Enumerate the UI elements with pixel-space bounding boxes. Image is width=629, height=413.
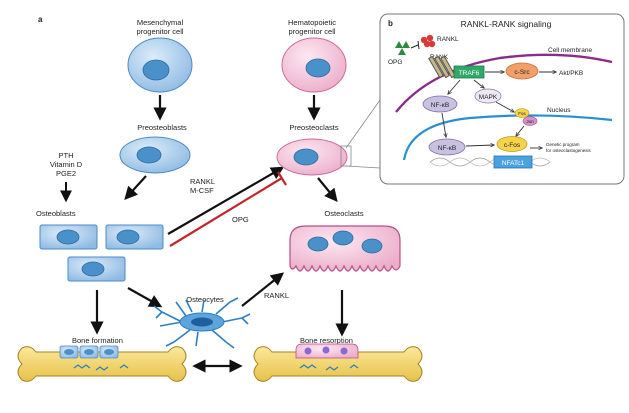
zoom-connector-2 — [345, 165, 381, 169]
rankl-mcsf-label-1: RANKL — [190, 177, 215, 186]
preosteoblasts-label: Preosteoblasts — [137, 123, 187, 132]
traf6-label: TRAF6 — [459, 70, 480, 77]
osteoclasts-label: Osteoclasts — [324, 209, 363, 218]
genetic-program-label-2: for osteoclastogenesis — [546, 148, 592, 153]
nfkb-label: NF-κB — [431, 102, 449, 109]
mesenchymal-progenitor-cell — [127, 37, 193, 93]
preosteoblast-cell — [119, 136, 191, 174]
rankl-mcsf-label-2: M-CSF — [190, 186, 214, 195]
osteocytes-label: Osteocytes — [186, 295, 224, 304]
factor-pth: PTH — [59, 151, 74, 160]
hematopoietic-label: Hematopoietic — [288, 18, 336, 27]
arrow-preosteoblast-to-osteoblast — [124, 175, 147, 200]
traf6-box — [453, 65, 485, 79]
arrow-osteoblasts-to-osteocytes — [127, 287, 163, 308]
bone-formation-bone — [17, 345, 187, 382]
zoom-marker — [340, 145, 352, 167]
arrow-traf6-mapk — [473, 79, 484, 88]
cell-membrane — [395, 53, 613, 113]
osteoblast-cell-3 — [67, 256, 126, 282]
bone-formation-label: Bone formation — [72, 336, 123, 345]
csrc-label: c-Src — [514, 69, 530, 76]
rank-receptor — [428, 55, 456, 79]
factor-pge2: PGE2 — [56, 169, 76, 178]
nfatc1-box — [493, 155, 533, 169]
fos-node — [514, 108, 530, 118]
nfkb-nuclear-node — [428, 138, 466, 156]
panel-b-label: b — [388, 19, 393, 28]
arrow-preosteoclast-to-osteoclast — [317, 177, 338, 203]
osteoblast-cell-1 — [39, 224, 98, 250]
cfos-label: c-Fos — [504, 142, 521, 149]
osteoclast-cell — [289, 225, 401, 272]
opg-block-bar — [417, 40, 420, 50]
osteocyte-cell — [153, 297, 251, 349]
rankl-osteocyte-label: RANKL — [264, 291, 289, 300]
zoom-connector-1 — [345, 99, 381, 149]
preosteoclasts-label: Preosteoclasts — [289, 123, 338, 132]
cfos-node — [496, 136, 528, 152]
arrow-traf6-nfkb — [448, 79, 461, 94]
mapk-node — [474, 88, 502, 104]
nfkb-node — [422, 95, 458, 113]
mesenchymal-label-2: progenitor cell — [136, 27, 183, 36]
fos-label: Fos — [518, 111, 526, 116]
panel-b-title: RANKL-RANK signaling — [461, 19, 552, 29]
arrow-fos-cfos — [516, 125, 525, 136]
nucleus-label: Nucleus — [547, 107, 571, 114]
hematopoietic-label-2: progenitor cell — [288, 27, 335, 36]
osteoblasts-label: Osteoblasts — [36, 209, 76, 218]
opg-block-line — [410, 44, 419, 49]
nfatc1-label: NFATc1 — [502, 160, 525, 167]
opg-inhibition-bar — [277, 171, 287, 186]
preosteoclast-cell — [276, 138, 348, 176]
rankl-ligand — [420, 34, 436, 48]
nuclear-membrane — [402, 114, 613, 161]
factor-vitamin-d: Vitamin D — [50, 160, 83, 169]
opg-inhibition-line — [169, 177, 283, 247]
rankl-b-label: RANKL — [437, 36, 459, 43]
mapk-label: MAPK — [479, 94, 498, 101]
arrow-osteoblast-to-preosteoclast — [167, 166, 285, 235]
opg-label: OPG — [232, 215, 249, 224]
opg-triangles — [395, 41, 410, 55]
osteoblast-cell-2 — [105, 224, 164, 250]
arrow-osteocyte-to-osteoclast — [241, 272, 285, 307]
bone-resorption-label: Bone resorption — [300, 336, 353, 345]
bone-resorption-bone — [253, 343, 423, 382]
genetic-program-label-1: Genetic program — [546, 142, 580, 147]
arrow-nfkb-nuclear — [441, 112, 446, 137]
jun-label: Jun — [526, 119, 534, 124]
mesenchymal-label: Mesenchymal — [137, 18, 184, 27]
nfkb-nuclear-label: NF-κB — [438, 145, 456, 152]
cell-membrane-label: Cell membrane — [548, 47, 592, 54]
arrow-nfkb-cfos — [465, 145, 494, 146]
hematopoietic-progenitor-cell — [281, 37, 347, 93]
arrow-mapk-fos — [495, 101, 514, 112]
jun-node — [522, 116, 538, 126]
opg-b-label: OPG — [388, 59, 402, 66]
panel-a-label: a — [38, 15, 43, 24]
csrc-node — [505, 62, 539, 80]
akt-label: Akt/PKB — [559, 70, 583, 77]
